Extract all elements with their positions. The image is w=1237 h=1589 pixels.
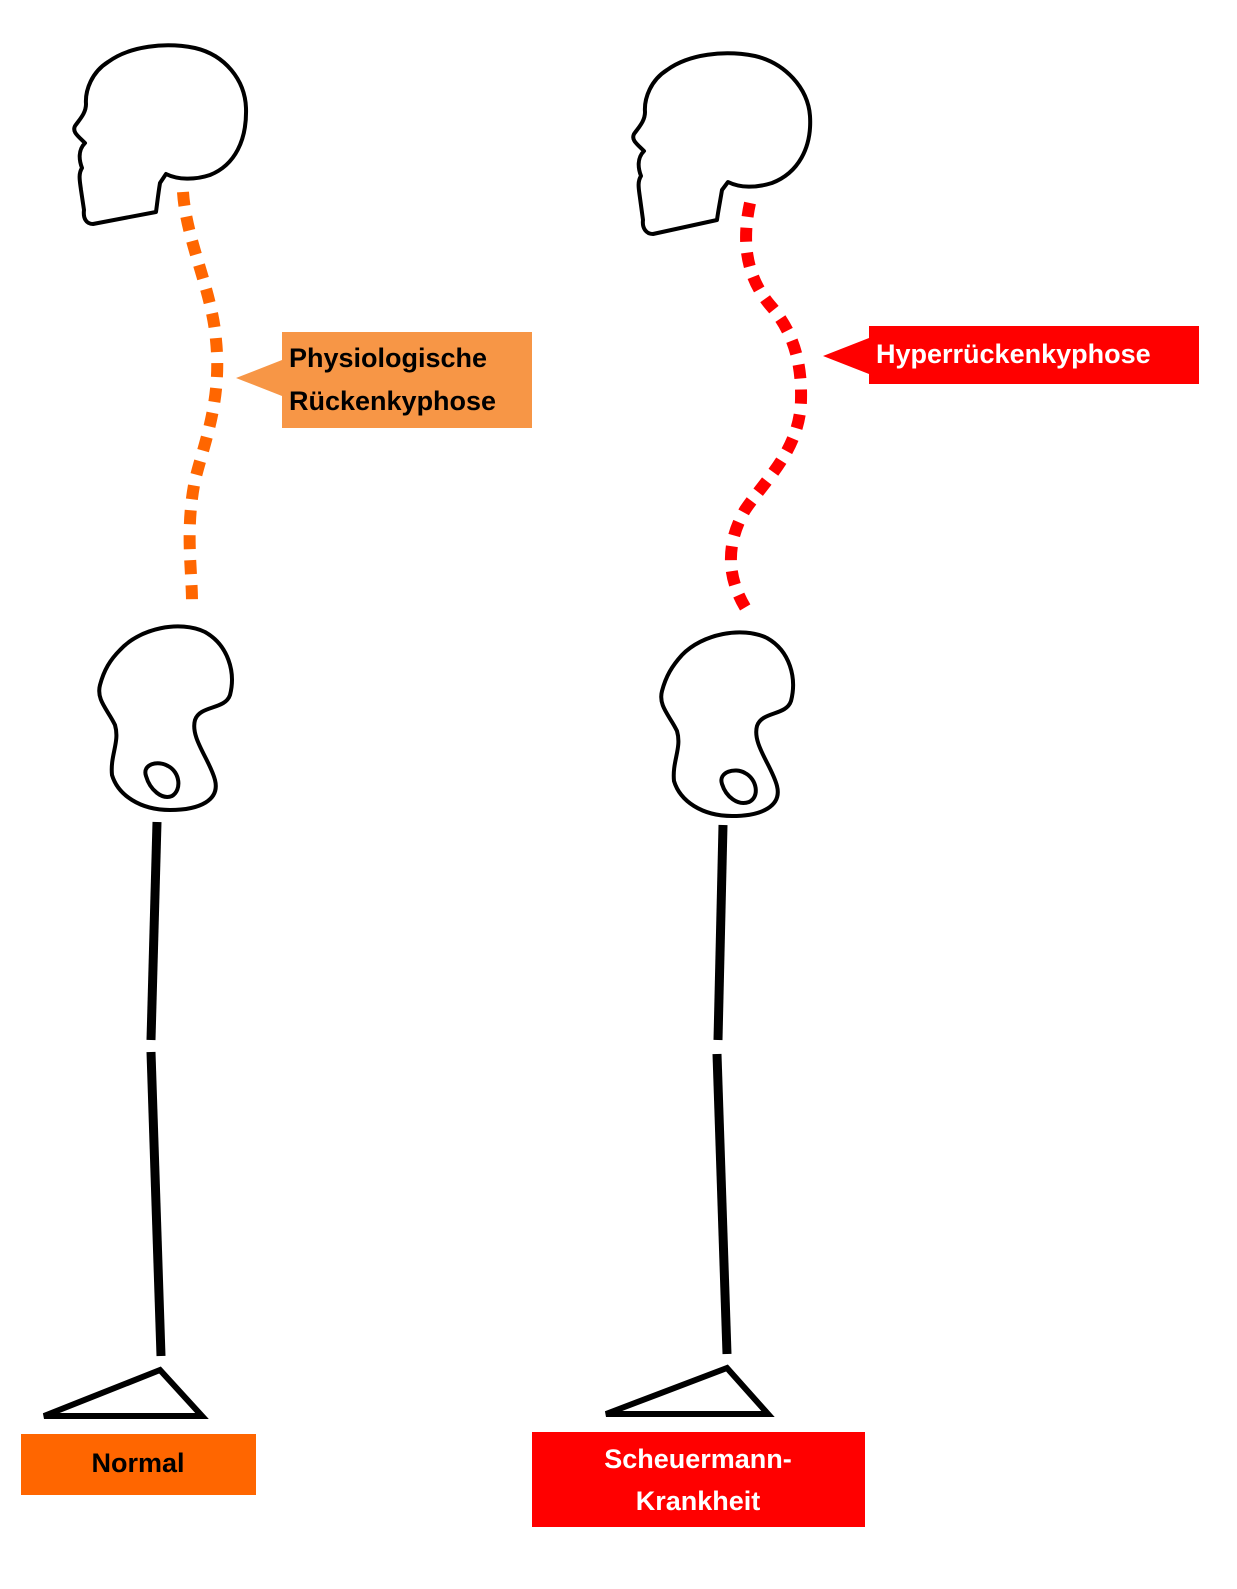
skull-scheuermann (631, 51, 813, 236)
callout-arrow-normal (236, 360, 282, 396)
spine-scheuermann (724, 201, 808, 619)
callout-box-normal (282, 332, 532, 428)
label-text-scheuermann-line1: Scheuermann- (604, 1444, 792, 1474)
pelvis-hole-scheuermann (719, 768, 758, 805)
pelvis-normal (97, 624, 234, 812)
label-text-normal: Normal (91, 1448, 184, 1478)
label-text-scheuermann-line2: Krankheit (636, 1486, 761, 1516)
callout-text-scheuermann: Hyperrückenkyphose (876, 339, 1151, 369)
pelvis-scheuermann (659, 630, 796, 818)
leg-lower-scheuermann (712, 1053, 732, 1355)
leg-upper-scheuermann (713, 824, 728, 1041)
callout-box-scheuermann (869, 326, 1199, 384)
label-box-scheuermann (532, 1432, 865, 1527)
foot-scheuermann (604, 1364, 775, 1417)
foot-normal (42, 1366, 209, 1419)
figure-scheuermann: Hyperrückenkyphose Scheuermann- Krankhei… (532, 51, 1199, 1527)
callout-text-normal-line1: Physiologische (289, 343, 487, 373)
leg-lower-normal (146, 1051, 166, 1357)
label-box-normal (21, 1434, 256, 1495)
skull-normal (72, 43, 249, 226)
pelvis-hole-normal (143, 761, 181, 799)
leg-upper-normal (146, 821, 162, 1041)
spine-normal (177, 191, 224, 603)
callout-text-normal-line2: Rückenkyphose (289, 386, 496, 416)
callout-arrow-scheuermann (823, 338, 869, 374)
figure-normal: Physiologische Rückenkyphose Normal (21, 43, 532, 1495)
